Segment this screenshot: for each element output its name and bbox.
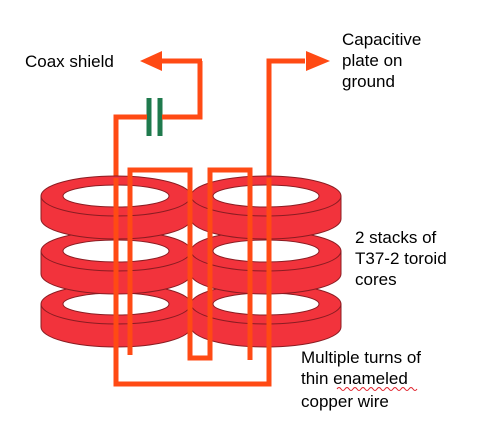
toroid-core-right-top — [190, 175, 342, 240]
svg-text:ground: ground — [342, 72, 395, 91]
svg-text:Multiple turns of: Multiple turns of — [301, 348, 421, 367]
capacitor-icon — [146, 98, 163, 136]
toroid-core-stacks — [40, 175, 342, 348]
arrow-coax-shield-icon — [140, 51, 202, 71]
svg-text:copper wire: copper wire — [301, 392, 389, 411]
copper-wire-winding — [113, 167, 272, 387]
svg-text:thin enameled: thin enameled — [301, 369, 408, 388]
svg-text:2 stacks of: 2 stacks of — [355, 228, 437, 247]
coax-shield-label: Coax shield — [25, 52, 114, 71]
toroid-core-right-middle — [190, 230, 342, 295]
wire-to-capacitive-plate — [266, 51, 330, 200]
svg-text:cores: cores — [355, 270, 397, 289]
svg-text:T37-2 toroid: T37-2 toroid — [355, 249, 447, 268]
spellcheck-underline — [336, 387, 418, 391]
wire-to-coax-shield — [113, 61, 203, 200]
svg-text:plate on: plate on — [342, 51, 403, 70]
svg-text:Capacitive: Capacitive — [342, 30, 421, 49]
capacitive-plate-label: Capacitive plate on ground — [342, 30, 421, 91]
wire-turns-label: Multiple turns of thin enameled copper w… — [301, 348, 421, 411]
toroid-stacks-label: 2 stacks of T37-2 toroid cores — [355, 228, 447, 289]
arrow-capacitive-plate-icon — [306, 51, 330, 71]
